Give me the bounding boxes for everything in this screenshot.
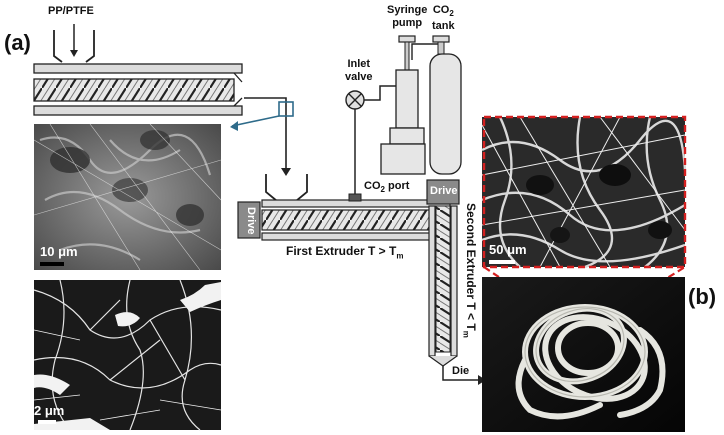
hopper-2 [265, 174, 308, 202]
scale-bar-10um: 10 μm [40, 244, 78, 259]
drive-right-label: Drive [430, 185, 458, 197]
first-screw [261, 209, 435, 231]
first-extruder [237, 174, 451, 241]
feed-material-label: PP/PTFE [48, 5, 94, 17]
compounder-screw [33, 78, 235, 102]
die-arrow [442, 366, 480, 381]
second-extruder-label: Second Extruder T < Tm [461, 203, 478, 338]
sem-image-fibrils [33, 279, 222, 431]
syringe-knob [398, 35, 416, 43]
zoom-box [278, 101, 294, 117]
panel-label-b: (b) [688, 284, 717, 309]
die-label: Die [452, 365, 470, 377]
feed-hopper [53, 30, 95, 63]
scale-bar-50um: 50 μm [489, 242, 527, 257]
second-screw [435, 205, 451, 353]
co2-port-label: CO2 port [364, 180, 410, 195]
drive-right [426, 179, 460, 205]
sem-image-blend [33, 123, 222, 271]
syringe-pump [395, 69, 419, 129]
panel-label-a: (a) [4, 30, 31, 55]
co2-port [348, 193, 362, 202]
sem-image-foam [481, 115, 687, 269]
barrel-bottom [33, 105, 243, 116]
drive-left-label: Drive [245, 207, 257, 235]
first-extruder-label: First Extruder T > Tm [286, 244, 404, 261]
co2-supply [345, 35, 462, 194]
tank-valve [432, 35, 450, 43]
second-extruder [426, 179, 486, 385]
compounding-extruder [33, 24, 294, 176]
scale-bar-2um: 2 μm [34, 403, 65, 418]
foam-strand-photo [482, 277, 685, 432]
co2-tank [429, 53, 462, 175]
zoom-arrow [231, 115, 280, 127]
red-callout-box [482, 115, 687, 269]
barrel-top [33, 63, 243, 74]
drive-left [237, 201, 261, 239]
transfer-arrow [244, 97, 287, 170]
